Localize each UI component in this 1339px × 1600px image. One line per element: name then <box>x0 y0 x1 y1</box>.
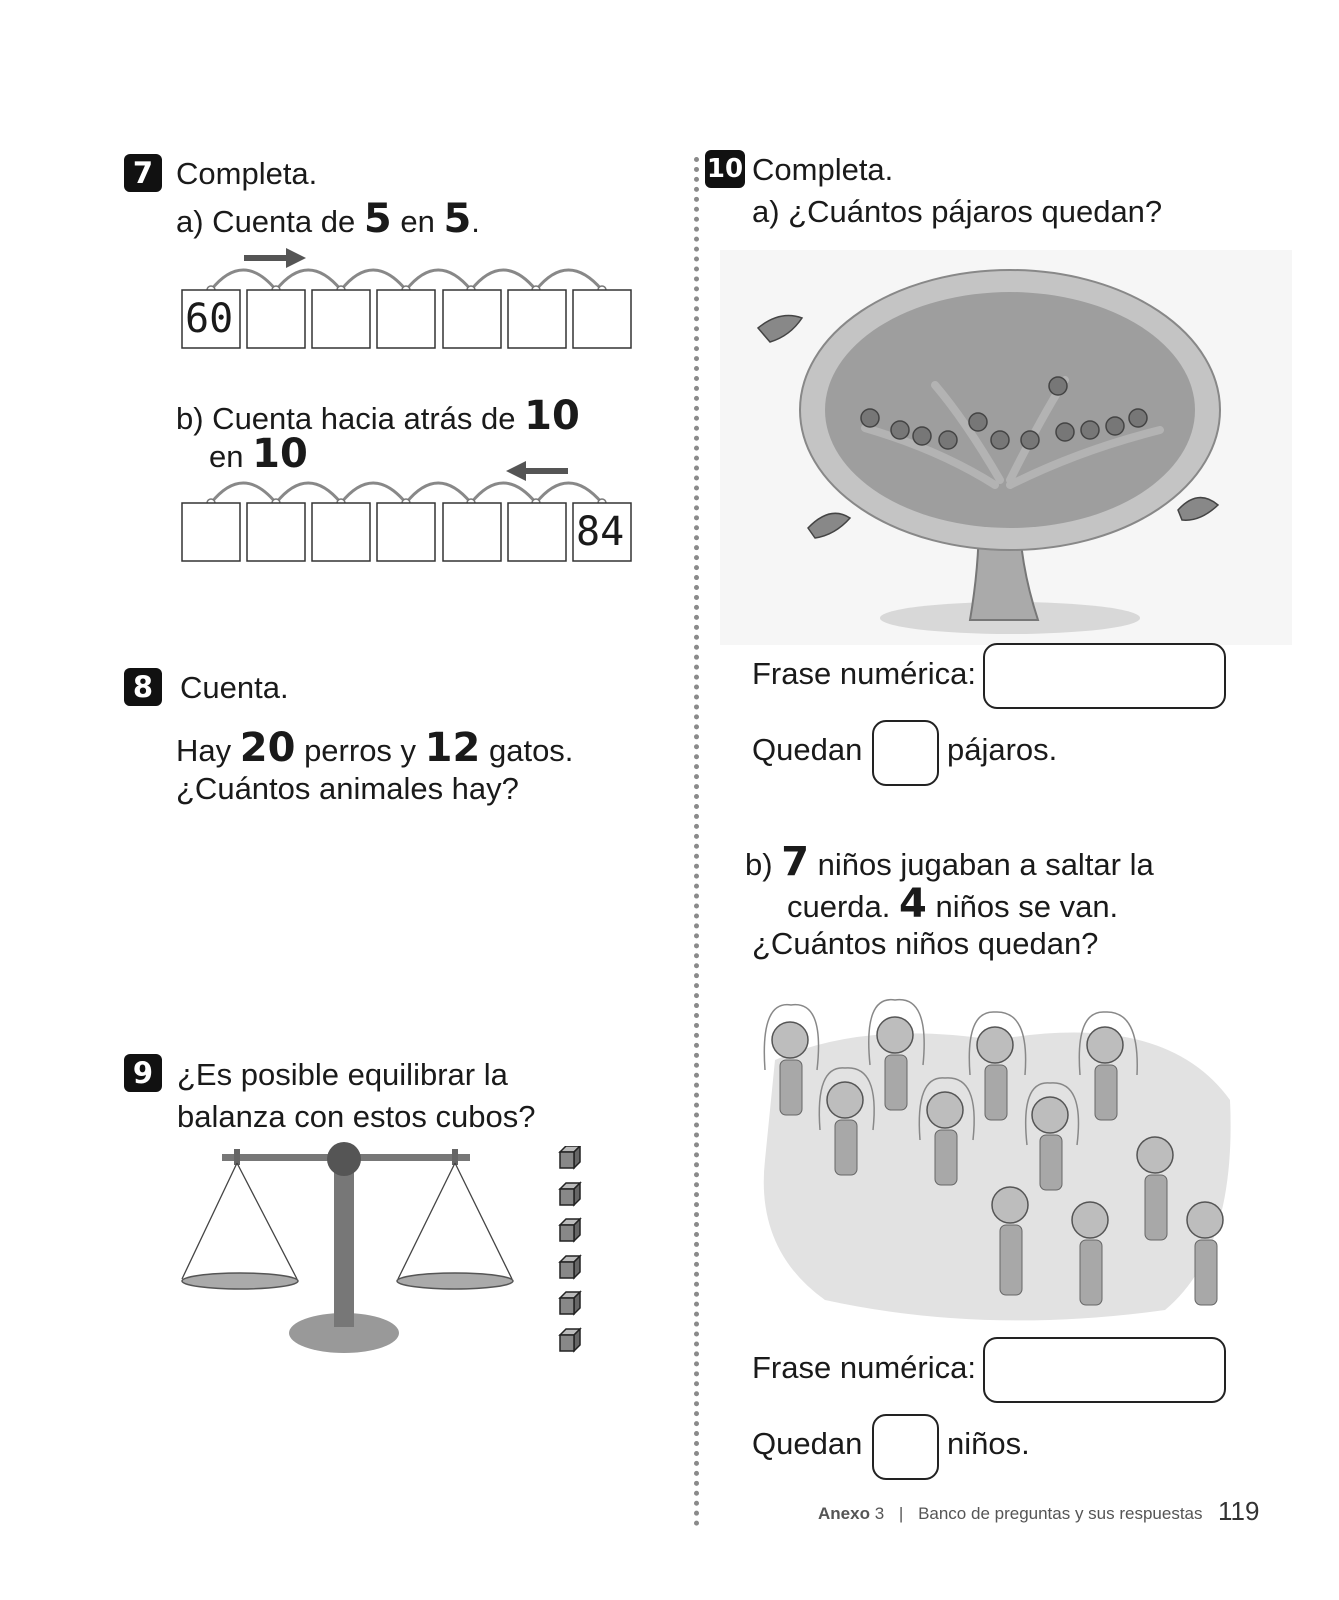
q10a-quedan-answer-box[interactable] <box>872 720 939 786</box>
q10b-frase-label: Frase numérica: <box>752 1350 976 1385</box>
footer-section-title: Banco de preguntas y sus respuestas <box>918 1504 1203 1523</box>
q7b-boxes <box>181 502 632 562</box>
footer-anexo-number: 3 <box>874 1504 885 1523</box>
q7a-arcs <box>209 268 604 291</box>
q8-instruction: Cuenta. <box>180 670 289 705</box>
cube-icon <box>558 1254 582 1280</box>
q10a-quedan-label: Quedan <box>752 732 863 767</box>
q8-line1: Hay 20 perros y 12 gatos. <box>176 725 574 771</box>
q7b-box <box>442 502 502 562</box>
q7b-prompt: b) Cuenta hacia atrás de 10 <box>176 393 580 439</box>
q10a-frase-label: Frase numérica: <box>752 656 976 691</box>
q7a-box <box>311 289 371 349</box>
q7a-boxes <box>181 289 632 349</box>
q7-number-chains <box>181 248 632 562</box>
children-jump-rope-illustration <box>763 999 1231 1321</box>
q7b-arcs <box>209 481 604 504</box>
q10b-quedan-label: Quedan <box>752 1426 863 1461</box>
q7a-box <box>376 289 436 349</box>
footer-separator: | <box>898 1504 904 1523</box>
balance-scale-illustration <box>181 1142 514 1353</box>
question-9-badge: 9 <box>124 1054 162 1092</box>
q7b-box <box>246 502 306 562</box>
q10b-question: ¿Cuántos niños quedan? <box>752 926 1099 961</box>
question-7-badge: 7 <box>124 154 162 192</box>
q7b-end-value: 84 <box>576 509 625 555</box>
q7-instruction: Completa. <box>176 156 318 191</box>
column-divider <box>694 157 699 1527</box>
q7a-box <box>572 289 632 349</box>
q7a-box <box>181 289 241 349</box>
question-8-badge: 8 <box>124 668 162 706</box>
cube-icon <box>558 1327 582 1353</box>
cube-icon <box>558 1146 582 1170</box>
arrow-left-icon <box>506 461 568 481</box>
q7a-box <box>246 289 306 349</box>
q10-instruction: Completa. <box>752 152 894 187</box>
question-10-badge: 10 <box>705 150 745 188</box>
q7b-box <box>181 502 241 562</box>
q10a-unit: pájaros. <box>947 732 1058 767</box>
footer-anexo: Anexo <box>818 1504 870 1523</box>
q10b-frase-answer-box[interactable] <box>983 1337 1226 1403</box>
q7a-prompt: a) Cuenta de 5 en 5. <box>176 196 480 242</box>
q9-line1: ¿Es posible equilibrar la <box>177 1057 508 1092</box>
q10b-line1: b) 7 niños jugaban a saltar la <box>745 839 1154 885</box>
q7b-box <box>376 502 436 562</box>
q7b-box <box>507 502 567 562</box>
q8-line2: ¿Cuántos animales hay? <box>176 771 519 806</box>
cube-icon <box>558 1181 582 1207</box>
q7a-box <box>442 289 502 349</box>
q7a-box <box>507 289 567 349</box>
q10a-question: a) ¿Cuántos pájaros quedan? <box>752 194 1163 229</box>
q10a-frase-answer-box[interactable] <box>983 643 1226 709</box>
q7b-box <box>311 502 371 562</box>
q10b-quedan-answer-box[interactable] <box>872 1414 939 1480</box>
cube-icon <box>558 1217 582 1243</box>
q7a-start-value: 60 <box>185 296 234 342</box>
q10b-unit: niños. <box>947 1426 1030 1461</box>
cubes-column <box>558 1146 582 1353</box>
arrow-right-icon <box>244 248 306 268</box>
cube-icon <box>558 1290 582 1316</box>
page-number: 119 <box>1218 1496 1260 1526</box>
q7b-prompt-line2: en 10 <box>209 431 308 477</box>
tree-with-birds-illustration <box>720 250 1292 645</box>
q9-line2: balanza con estos cubos? <box>177 1099 536 1134</box>
footer: Anexo 3 | Banco de preguntas y sus respu… <box>818 1504 1203 1524</box>
q7b-box <box>572 502 632 562</box>
q10b-line2: cuerda. 4 niños se van. <box>787 881 1119 927</box>
